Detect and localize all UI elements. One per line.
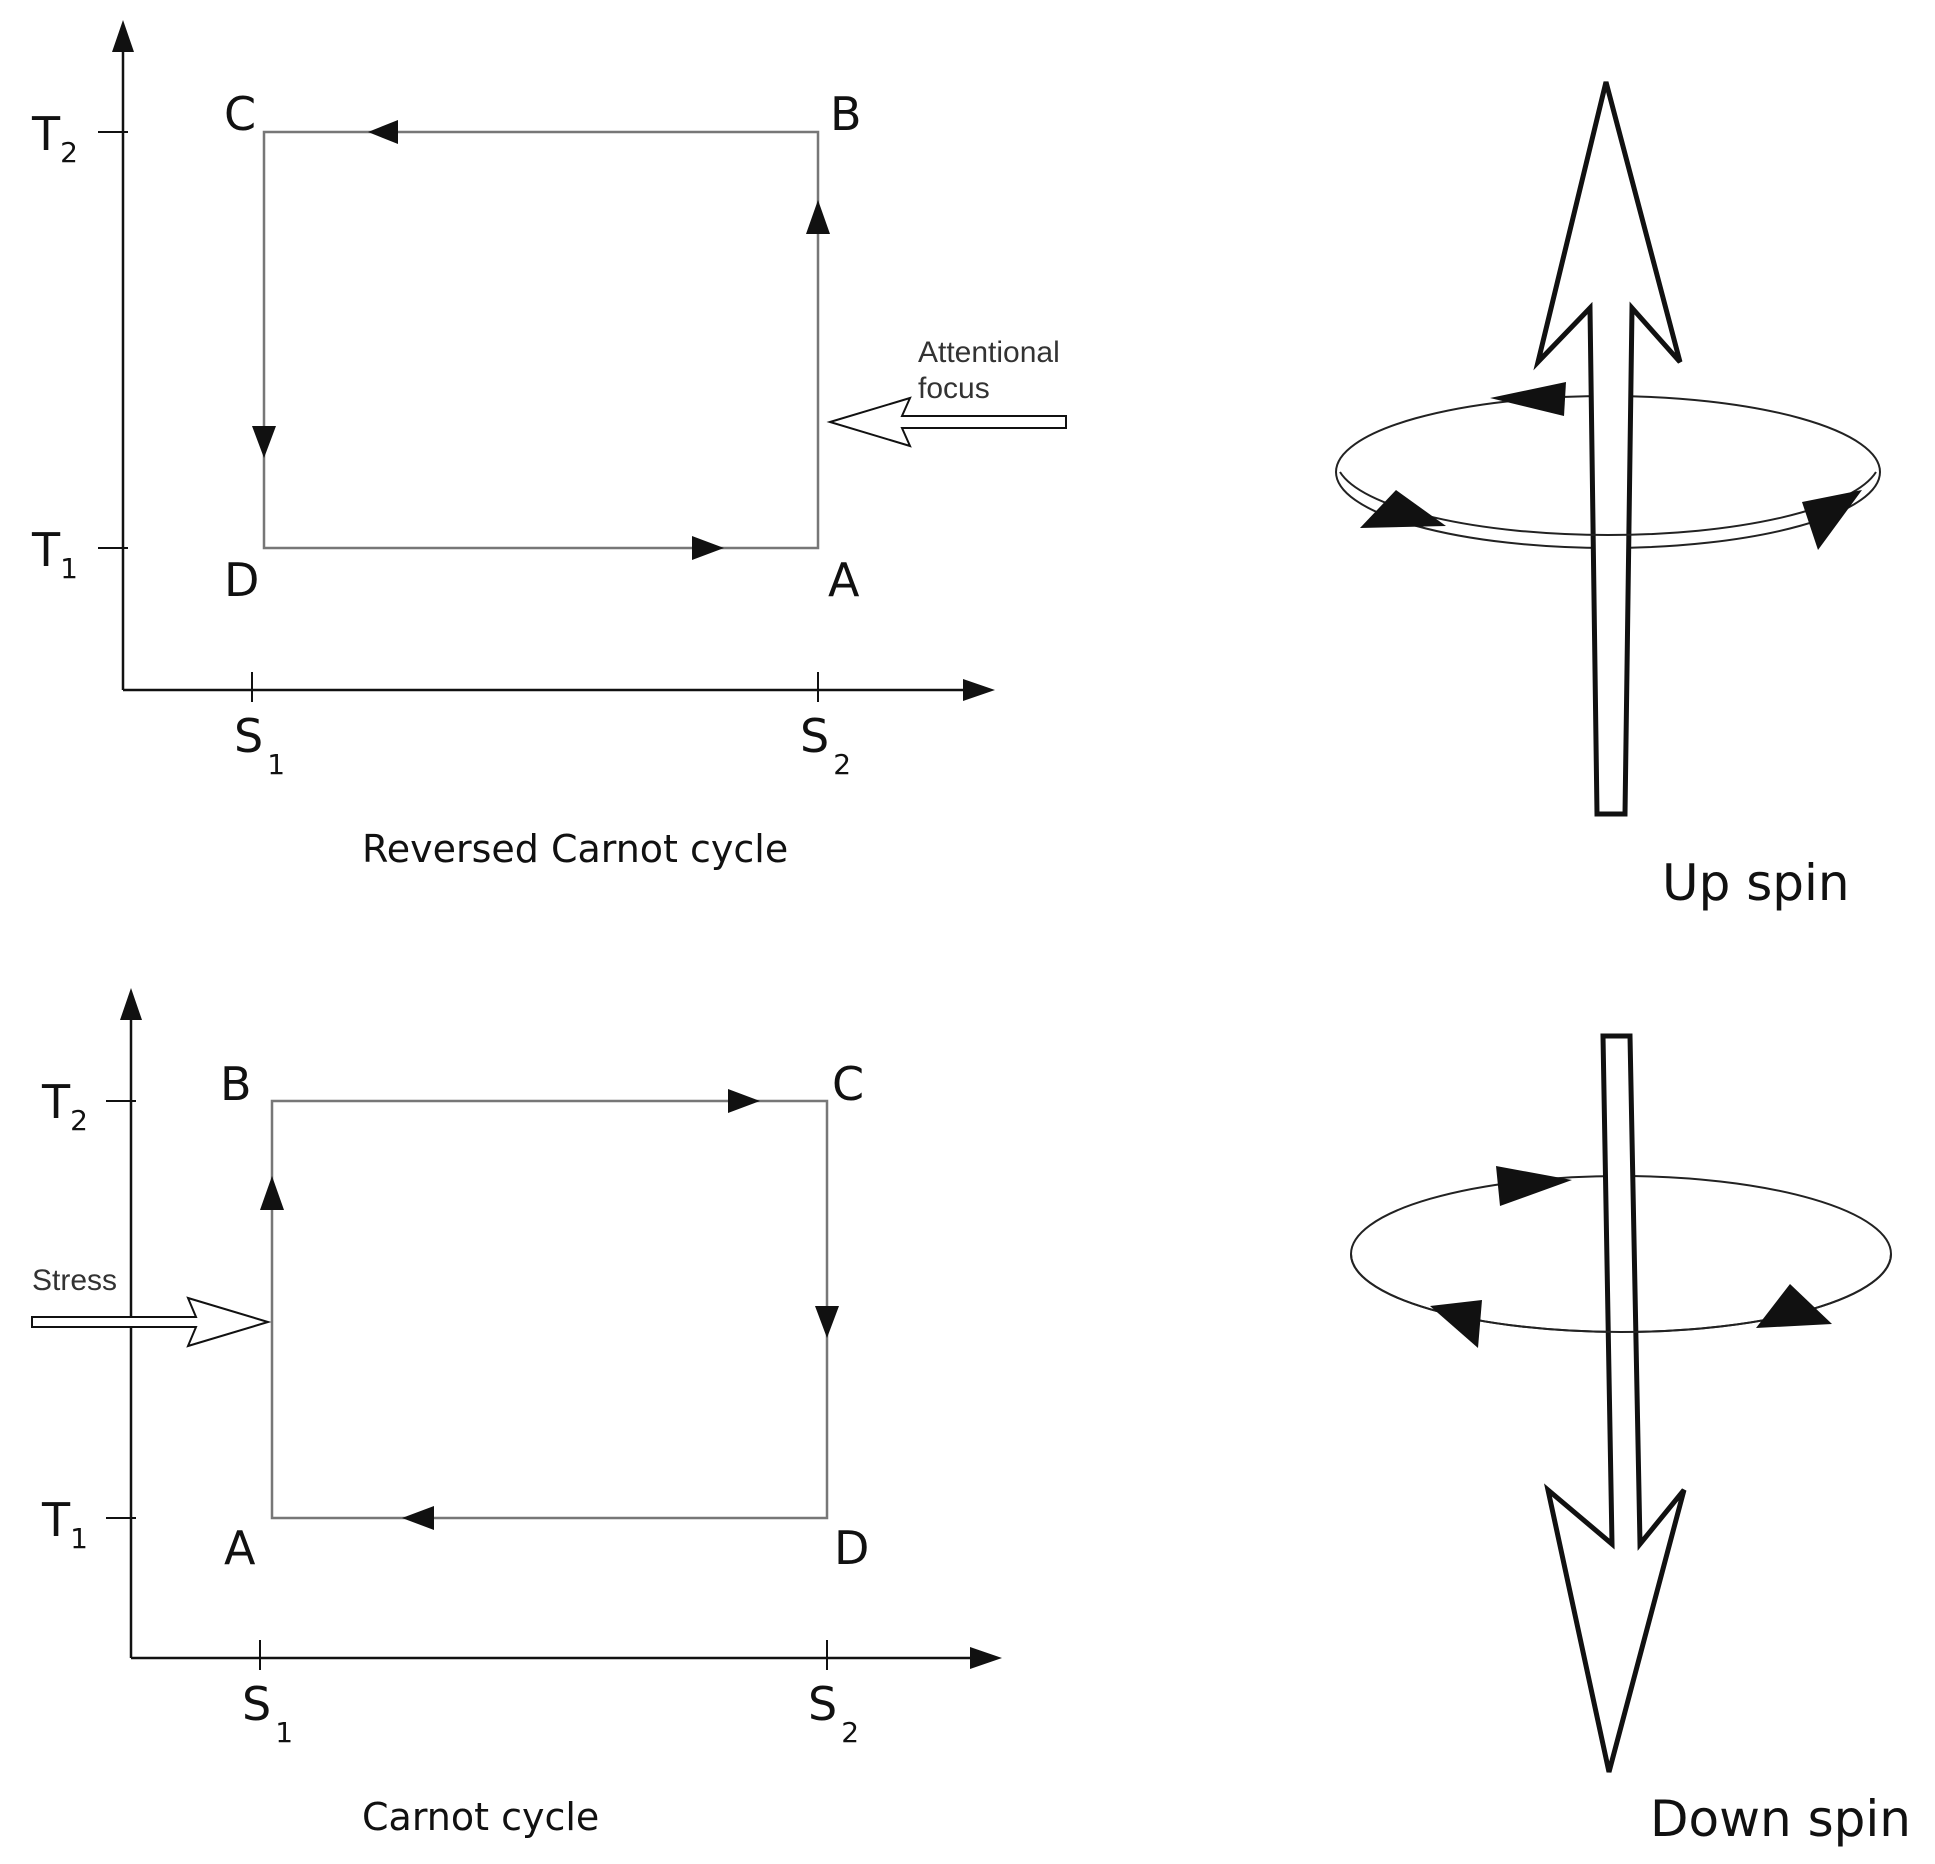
bottom-arrow-top-edge-right <box>728 1089 760 1113</box>
down-spin-arrow <box>1544 1033 1687 1773</box>
stress-arrow <box>31 1296 272 1348</box>
stress-label: Stress <box>32 1264 117 1297</box>
up-spin-rotation-arrow-top <box>1490 382 1566 416</box>
carnot-diagram: T2 T1 S1 S2 B C A D Stress Carnot cycle <box>31 988 1002 1839</box>
top-corner-top-left: C <box>224 87 256 141</box>
top-arrow-top-edge-left <box>368 120 398 144</box>
bottom-arrow-left-edge-up <box>260 1176 284 1210</box>
down-spin-illustration: Down spin <box>1350 1033 1911 1848</box>
up-spin-label: Up spin <box>1662 854 1850 912</box>
bottom-t1-label: T1 <box>41 1493 88 1555</box>
bottom-cycle-rectangle <box>270 1099 829 1520</box>
up-spin-rotation-arrow-left <box>1360 490 1446 528</box>
bottom-corner-bottom-right: D <box>834 1521 869 1575</box>
top-y-axis-arrowhead <box>112 20 134 52</box>
top-t2-label: T2 <box>31 107 78 169</box>
top-cycle-rectangle <box>262 130 820 550</box>
bottom-arrow-bottom-edge-left <box>402 1506 434 1530</box>
down-spin-rotation-arrow-left <box>1430 1300 1482 1348</box>
bottom-s1-label: S1 <box>242 1677 293 1749</box>
top-t1-label: T1 <box>31 523 78 585</box>
up-spin-rotation-arrow-right <box>1802 490 1862 550</box>
up-spin-arrow <box>1533 81 1683 817</box>
top-corner-top-right: B <box>830 87 862 141</box>
bottom-corner-top-left: B <box>220 1057 252 1111</box>
top-arrow-bottom-edge-right <box>692 536 724 560</box>
down-spin-label: Down spin <box>1650 1790 1911 1848</box>
down-spin-rotation-arrow-right <box>1756 1284 1832 1328</box>
bottom-t2-label: T2 <box>41 1075 88 1137</box>
up-spin-illustration: Up spin <box>1335 81 1881 912</box>
bottom-s2-label: S2 <box>808 1677 859 1749</box>
top-arrow-left-edge-down <box>252 426 276 458</box>
attentional-focus-label-line1: Attentional <box>918 336 1060 369</box>
top-x-axis-arrowhead <box>963 679 995 701</box>
top-arrow-right-edge-up <box>806 200 830 234</box>
top-caption: Reversed Carnot cycle <box>362 827 788 871</box>
top-s2-label: S2 <box>800 709 851 781</box>
top-corner-bottom-right: A <box>828 553 860 607</box>
reversed-carnot-diagram: T2 T1 S1 S2 C B D A Attentional focus Re… <box>31 20 1067 871</box>
attentional-focus-arrow <box>826 396 1067 448</box>
bottom-x-axis-arrowhead <box>970 1647 1002 1669</box>
down-spin-rotation-arrow-top <box>1496 1166 1572 1206</box>
bottom-corner-bottom-left: A <box>224 1521 256 1575</box>
down-spin-ellipse-front-arc <box>1350 1253 1892 1333</box>
top-s1-label: S1 <box>234 709 285 781</box>
top-corner-bottom-left: D <box>224 553 259 607</box>
bottom-arrow-right-edge-down <box>815 1306 839 1338</box>
bottom-caption: Carnot cycle <box>362 1795 599 1839</box>
bottom-corner-top-right: C <box>832 1057 864 1111</box>
attentional-focus-label-line2: focus <box>918 372 990 405</box>
bottom-y-axis-arrowhead <box>120 988 142 1020</box>
